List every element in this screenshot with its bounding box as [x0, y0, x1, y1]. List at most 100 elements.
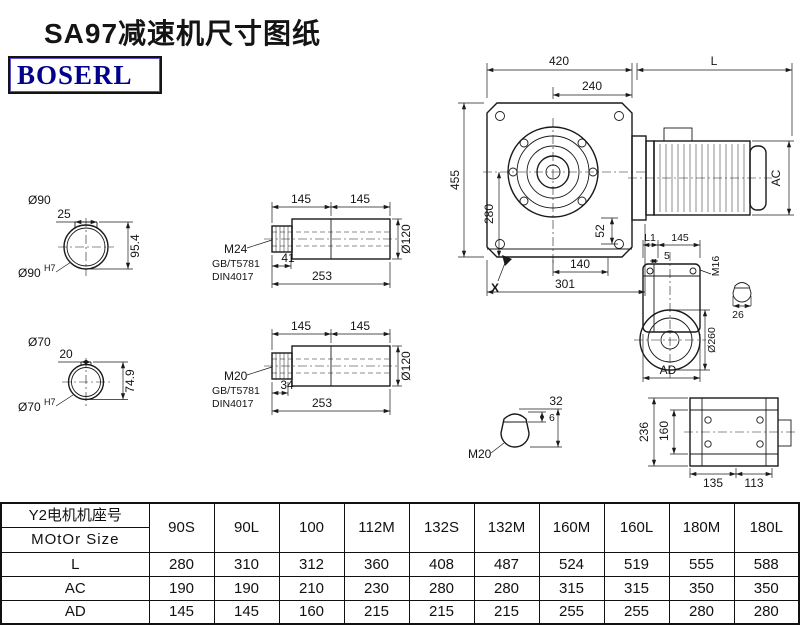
dim-label-135: 135 — [703, 476, 723, 490]
bore-label-90: Ø90 — [18, 266, 41, 280]
standard-label-din: DIN4017 — [212, 271, 254, 283]
thread-label-m20-key: M20 — [468, 447, 492, 461]
table-cell: 230 — [343, 575, 410, 601]
table-cell: 280 — [148, 551, 215, 577]
column-header: 100 — [278, 502, 345, 553]
dim-label-5: 5 — [664, 250, 670, 262]
table-header-row: Y2电机机座号 MOtOr Size 90S 90L 100 112M 132S… — [0, 502, 800, 553]
bore-tol-70: H7 — [44, 397, 56, 407]
shaft-key-detail: M20 6 32 — [468, 394, 563, 461]
table-cell: 145 — [213, 599, 280, 625]
dim-label-113: 113 — [744, 476, 763, 490]
table-cell: 210 — [278, 575, 345, 601]
row-label-AC: AC — [0, 575, 150, 601]
table-cell: 350 — [733, 575, 800, 601]
bore-label-70: Ø70 — [18, 400, 41, 414]
table-cell: 190 — [148, 575, 215, 601]
brand-logo-text: BOSERL — [17, 59, 133, 90]
mounting-rear-view: 236 160 135 113 — [637, 397, 796, 490]
dim-label-34: 34 — [280, 378, 294, 392]
table-cell: 145 — [148, 599, 215, 625]
table-row-AC: AC 190 190 210 230 280 280 315 315 350 3… — [0, 575, 800, 601]
table-cell: 555 — [668, 551, 735, 577]
motor — [628, 127, 772, 221]
dia-label-70: Ø70 — [28, 335, 51, 349]
table-cell: 215 — [473, 599, 540, 625]
column-header: 160M — [538, 502, 605, 553]
dim-label-L: L — [711, 54, 718, 68]
dim-label-301: 301 — [555, 277, 575, 291]
table-cell: 315 — [538, 575, 605, 601]
dim-label-240: 240 — [582, 79, 602, 93]
dim-label-6: 6 — [549, 412, 555, 424]
table-cell: 255 — [603, 599, 670, 625]
dim-label-AD: AD — [660, 363, 677, 377]
dim-label-253a: 253 — [312, 269, 332, 283]
table-corner-cell: Y2电机机座号 MOtOr Size — [0, 502, 150, 553]
dim-label-420: 420 — [549, 54, 569, 68]
dim-label-253b: 253 — [312, 396, 332, 410]
section-x-arrow — [502, 255, 512, 266]
dim-label-236: 236 — [637, 422, 651, 442]
gearbox-housing — [483, 102, 648, 264]
dim-label-52: 52 — [593, 224, 607, 238]
shaft-end-view-70: 20 Ø70 74.9 Ø70 H7 — [18, 335, 137, 414]
dim-label-145c: 145 — [291, 319, 311, 333]
dim-label-keyw-20: 20 — [59, 347, 73, 361]
dia-label-120b: Ø120 — [399, 351, 413, 381]
dia-label-120a: Ø120 — [399, 224, 413, 254]
column-header: 132M — [473, 502, 540, 553]
table-cell: 519 — [603, 551, 670, 577]
table-row-AD: AD 145 145 160 215 215 215 255 255 280 2… — [0, 599, 800, 625]
table-cell: 160 — [278, 599, 345, 625]
motor-size-table: Y2电机机座号 MOtOr Size 90S 90L 100 112M 132S… — [0, 502, 800, 625]
column-header: 112M — [343, 502, 410, 553]
table-cell: 312 — [278, 551, 345, 577]
dia-label-260: Ø260 — [706, 327, 718, 353]
dim-label-32: 32 — [549, 394, 563, 408]
dia-label-90: Ø90 — [28, 193, 51, 207]
dim-label-145e: 145 — [671, 232, 689, 244]
column-header: 90L — [213, 502, 280, 553]
header-motor-en: MOtOr Size — [31, 531, 120, 549]
standard-label-din-2: DIN4017 — [212, 398, 254, 410]
standard-label-gb: GB/T5781 — [212, 258, 260, 270]
main-view-dimensions: 420 L 240 455 280 52 — [448, 54, 794, 296]
dim-label-AC: AC — [769, 169, 783, 186]
dim-label-26: 26 — [732, 309, 744, 321]
column-header: 180M — [668, 502, 735, 553]
table-cell: 408 — [408, 551, 475, 577]
table-cell: 524 — [538, 551, 605, 577]
dim-label-74-9: 74.9 — [123, 369, 137, 393]
row-label-AD: AD — [0, 599, 150, 625]
technical-drawing: 420 L 240 455 280 52 — [18, 54, 796, 490]
table-cell: 360 — [343, 551, 410, 577]
hollow-shaft-detail-m20: 145 145 Ø120 M20 GB/T5781 DIN4017 34 253 — [212, 319, 413, 415]
table-cell: 280 — [408, 575, 475, 601]
dim-label-41: 41 — [281, 251, 295, 265]
brand-logo: BOSERL — [8, 56, 162, 94]
table-cell: 280 — [668, 599, 735, 625]
dim-label-160: 160 — [657, 421, 671, 441]
column-header: 132S — [408, 502, 475, 553]
row-label-L: L — [0, 551, 150, 577]
shaft-end-view-90: 25 Ø90 95.4 Ø90 H7 — [18, 193, 142, 280]
table-cell: 350 — [668, 575, 735, 601]
dim-label-keyw-25: 25 — [57, 207, 71, 221]
column-header: 160L — [603, 502, 670, 553]
table-row-L: L 280 310 312 360 408 487 524 519 555 58… — [0, 551, 800, 577]
output-side-view: L1 145 5 M16 Ø260 26 — [634, 232, 752, 382]
bore-tol-90: H7 — [44, 263, 56, 273]
thread-label-m20: M20 — [224, 369, 248, 383]
hollow-shaft-detail-m24: 145 145 Ø120 M24 GB/T5781 DIN4017 41 253 — [212, 192, 413, 288]
table-cell: 255 — [538, 599, 605, 625]
dim-label-145b: 145 — [350, 192, 370, 206]
dim-label-280: 280 — [482, 204, 496, 224]
page-title: SA97减速机尺寸图纸 — [44, 18, 322, 49]
table-cell: 215 — [343, 599, 410, 625]
column-header: 180L — [733, 502, 800, 553]
section-label-X: X — [491, 281, 499, 295]
table-cell: 280 — [473, 575, 540, 601]
column-header: 90S — [148, 502, 215, 553]
